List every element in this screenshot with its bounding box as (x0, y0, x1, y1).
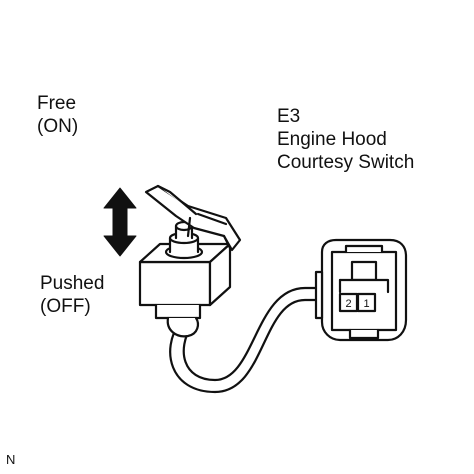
part-code: E3 (277, 106, 301, 127)
pushed-off-label: Pushed (OFF) (40, 272, 104, 318)
free-label-line2: (ON) (37, 116, 79, 137)
connector-pin-1: 1 (363, 298, 369, 310)
switch-lever (144, 184, 242, 252)
double-arrow-icon (103, 187, 137, 257)
connector-pin-2: 2 (345, 298, 351, 310)
connector-pin-cavities (338, 292, 377, 313)
figure-reference: N (6, 452, 16, 467)
connector-housing (314, 238, 408, 342)
switch-body (138, 242, 232, 338)
wire-harness (169, 286, 322, 394)
free-label-line1: Free (37, 93, 77, 114)
part-label: E3 Engine Hood Courtesy Switch (277, 105, 414, 174)
part-name-line1: Engine Hood (277, 129, 387, 150)
part-name-line2: Courtesy Switch (277, 152, 415, 173)
free-on-label: Free (ON) (37, 92, 78, 138)
pushed-label-line2: (OFF) (40, 296, 91, 317)
pushed-label-line1: Pushed (40, 273, 105, 294)
